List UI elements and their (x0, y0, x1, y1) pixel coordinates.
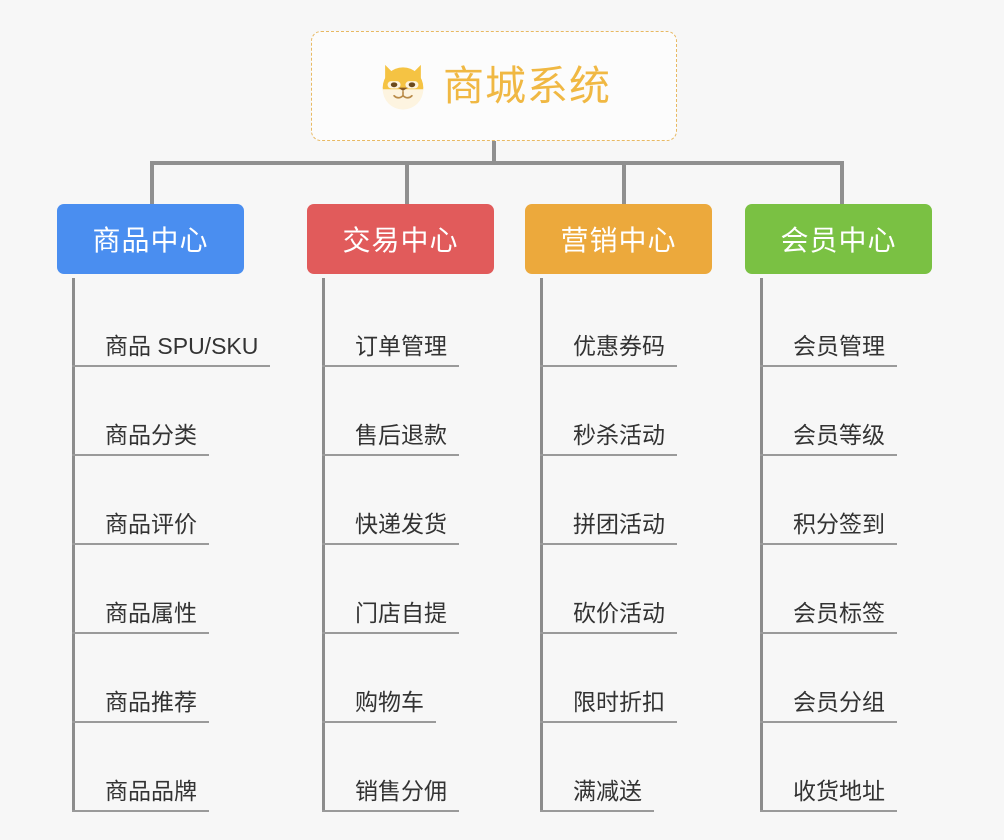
branch-spine-trade-center (322, 278, 325, 812)
leaf-item-underline (540, 632, 677, 634)
category-box-product-center[interactable]: 商品中心 (57, 204, 244, 274)
leaf-item[interactable]: 秒杀活动 (540, 367, 677, 456)
leaf-item[interactable]: 商品分类 (72, 367, 209, 456)
leaf-item[interactable]: 优惠券码 (540, 278, 677, 367)
leaf-item[interactable]: 会员等级 (760, 367, 897, 456)
leaf-item[interactable]: 商品评价 (72, 456, 209, 545)
leaf-item[interactable]: 商品品牌 (72, 723, 209, 812)
leaf-item-label: 会员标签 (793, 599, 885, 626)
leaf-item-label: 满减送 (573, 777, 642, 804)
leaf-item-underline (322, 543, 459, 545)
branch-drop-line-member-center (840, 161, 844, 204)
branch-drop-line-trade-center (405, 161, 409, 204)
leaf-item[interactable]: 收货地址 (760, 723, 897, 812)
leaf-item-label: 门店自提 (355, 599, 447, 626)
category-box-trade-center[interactable]: 交易中心 (307, 204, 494, 274)
leaf-item[interactable]: 会员管理 (760, 278, 897, 367)
category-label-marketing-center: 营销中心 (560, 225, 677, 256)
leaf-item[interactable]: 积分签到 (760, 456, 897, 545)
horizontal-bus-line (150, 161, 844, 165)
leaf-item-underline (322, 632, 459, 634)
leaf-item-underline (72, 632, 209, 634)
leaf-item[interactable]: 销售分佣 (322, 723, 459, 812)
leaf-item-label: 快递发货 (355, 510, 447, 537)
leaf-item-underline (322, 365, 459, 367)
leaf-item-underline (72, 721, 209, 723)
leaf-item-underline (760, 810, 897, 812)
leaf-item-underline (322, 454, 459, 456)
leaf-item[interactable]: 购物车 (322, 634, 436, 723)
leaf-item-underline (540, 721, 677, 723)
category-label-member-center: 会员中心 (780, 225, 897, 256)
branch-drop-line-product-center (150, 161, 154, 204)
category-box-member-center[interactable]: 会员中心 (745, 204, 932, 274)
leaf-item-label: 会员管理 (793, 332, 885, 359)
leaf-item-label: 砍价活动 (573, 599, 665, 626)
branch-drop-line-marketing-center (622, 161, 626, 204)
leaf-item[interactable]: 商品推荐 (72, 634, 209, 723)
leaf-item-underline (760, 721, 897, 723)
leaf-item-underline (540, 454, 677, 456)
leaf-item-label: 商品推荐 (105, 688, 197, 715)
shiba-dog-icon (382, 64, 424, 110)
leaf-item[interactable]: 会员标签 (760, 545, 897, 634)
leaf-item-underline (72, 810, 209, 812)
leaf-item-underline (322, 810, 459, 812)
root-node-label: 商城系统 (443, 62, 611, 109)
leaf-item[interactable]: 快递发货 (322, 456, 459, 545)
leaf-item[interactable]: 商品属性 (72, 545, 209, 634)
leaf-item[interactable]: 限时折扣 (540, 634, 677, 723)
leaf-item-underline (322, 721, 436, 723)
leaf-item-underline (760, 543, 897, 545)
leaf-item-label: 拼团活动 (573, 510, 665, 537)
leaf-item-underline (760, 365, 897, 367)
leaf-item[interactable]: 售后退款 (322, 367, 459, 456)
leaf-item-label: 积分签到 (793, 510, 885, 537)
leaf-item[interactable]: 拼团活动 (540, 456, 677, 545)
leaf-item[interactable]: 门店自提 (322, 545, 459, 634)
leaf-item-underline (72, 543, 209, 545)
leaf-item-underline (72, 365, 270, 367)
branch-spine-marketing-center (540, 278, 543, 812)
leaf-item-label: 购物车 (355, 688, 424, 715)
leaf-item[interactable]: 订单管理 (322, 278, 459, 367)
leaf-item-label: 订单管理 (355, 332, 447, 359)
branch-spine-member-center (760, 278, 763, 812)
leaf-item-underline (760, 632, 897, 634)
leaf-item-label: 商品品牌 (105, 777, 197, 804)
leaf-item-label: 商品分类 (105, 421, 197, 448)
leaf-item[interactable]: 会员分组 (760, 634, 897, 723)
leaf-item-underline (540, 810, 654, 812)
root-node-mall-system[interactable]: 商城系统 (311, 31, 677, 141)
leaf-item-underline (760, 454, 897, 456)
branch-spine-product-center (72, 278, 75, 812)
leaf-item-label: 会员分组 (793, 688, 885, 715)
leaf-item[interactable]: 满减送 (540, 723, 654, 812)
category-label-product-center: 商品中心 (92, 225, 209, 256)
leaf-item[interactable]: 商品 SPU/SKU (72, 278, 270, 367)
leaf-item-label: 商品评价 (105, 510, 197, 537)
category-label-trade-center: 交易中心 (342, 225, 459, 256)
leaf-item[interactable]: 砍价活动 (540, 545, 677, 634)
leaf-item-label: 优惠券码 (573, 332, 665, 359)
leaf-item-label: 售后退款 (355, 421, 447, 448)
leaf-item-underline (540, 365, 677, 367)
leaf-item-label: 限时折扣 (573, 688, 665, 715)
leaf-item-label: 收货地址 (793, 777, 885, 804)
root-stem-line (492, 141, 496, 163)
leaf-item-underline (540, 543, 677, 545)
leaf-item-label: 秒杀活动 (573, 421, 665, 448)
leaf-item-label: 销售分佣 (355, 777, 447, 804)
leaf-item-label: 商品属性 (105, 599, 197, 626)
leaf-item-label: 会员等级 (793, 421, 885, 448)
category-box-marketing-center[interactable]: 营销中心 (525, 204, 712, 274)
leaf-item-underline (72, 454, 209, 456)
leaf-item-label: 商品 SPU/SKU (105, 332, 259, 359)
